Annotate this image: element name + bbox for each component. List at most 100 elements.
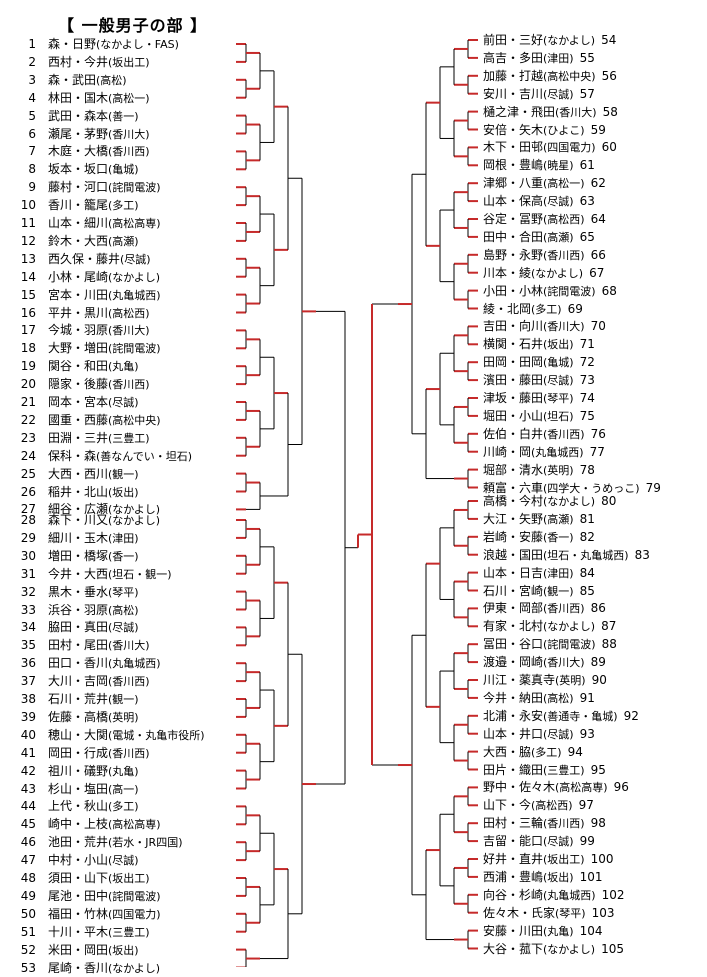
entry-names: 川崎・岡 bbox=[483, 444, 532, 459]
entry-team: (丸亀) bbox=[108, 764, 139, 778]
entry-row: 綾・北岡(多工)69 bbox=[483, 301, 598, 318]
entry-number: 51 bbox=[20, 924, 36, 939]
entry-names: 谷定・冨野 bbox=[483, 212, 544, 226]
entry-names: 頼富・六車 bbox=[483, 480, 544, 495]
entry-row: 山下・今(高松西)97 bbox=[483, 797, 609, 814]
entry-names: 安川・吉川 bbox=[483, 86, 544, 101]
entry-row: 木下・田邨(四国電力)60 bbox=[483, 139, 632, 156]
entry-names: 田岡・田岡 bbox=[483, 355, 544, 370]
entry-number: 82 bbox=[579, 529, 595, 544]
entry-names: 岡根・豊嶋 bbox=[483, 158, 544, 173]
entry-names: 大江・矢野 bbox=[483, 511, 544, 526]
entry-names: 野中・佐々木 bbox=[483, 780, 556, 795]
entry-number: 19 bbox=[20, 359, 36, 374]
entry-number: 43 bbox=[20, 781, 36, 796]
entry-number: 52 bbox=[20, 942, 36, 957]
entry-team: (琴平) bbox=[555, 906, 586, 920]
entry-number: 22 bbox=[20, 412, 36, 427]
entry-team: (津田) bbox=[543, 566, 574, 580]
entry-team: (亀城) bbox=[108, 163, 139, 177]
entry-number: 83 bbox=[634, 547, 650, 562]
entry-row: 有家・北村(なかよし)87 bbox=[483, 618, 631, 635]
entry-row: 山本・日吉(津田)84 bbox=[483, 565, 610, 582]
entry-number: 99 bbox=[579, 834, 595, 849]
entry-number: 44 bbox=[20, 799, 36, 814]
entry-team: (高松一) bbox=[543, 177, 585, 191]
entry-row: 吉田・向川(香川大)70 bbox=[483, 318, 621, 335]
entry-number: 4 bbox=[28, 90, 36, 105]
entry-number: 80 bbox=[601, 494, 617, 508]
entry-number: 58 bbox=[602, 104, 618, 119]
entry-row: 冨田・谷口(詫間電波)88 bbox=[483, 636, 632, 653]
entry-names: 西村・今井 bbox=[48, 54, 109, 69]
entry-names: 吉田・向川 bbox=[483, 319, 544, 334]
entry-team: (三豊工) bbox=[543, 763, 585, 777]
entry-number: 92 bbox=[623, 708, 639, 723]
entry-row: 吉留・能口(尽誠)99 bbox=[483, 833, 610, 850]
entry-names: 石川・宮崎 bbox=[483, 583, 544, 598]
entry-team: (尽誠) bbox=[108, 854, 139, 868]
entry-number: 71 bbox=[579, 337, 595, 352]
entry-row: 田中・合田(高瀬)65 bbox=[483, 229, 610, 246]
entry-names: 津郷・八重 bbox=[483, 176, 544, 191]
entry-number: 62 bbox=[590, 176, 606, 191]
entry-names: 上代・秋山 bbox=[48, 799, 109, 814]
entry-team: (香川大) bbox=[543, 320, 585, 334]
entry-number: 63 bbox=[579, 194, 595, 209]
entry-number: 57 bbox=[579, 86, 595, 101]
entry-names: 米田・岡田 bbox=[48, 942, 109, 957]
entry-names: 堀部・清水 bbox=[483, 462, 544, 477]
entry-number: 81 bbox=[579, 511, 595, 526]
entry-names: 濱田・藤田 bbox=[483, 373, 544, 388]
entry-number: 26 bbox=[20, 484, 36, 499]
entry-row: 堀部・清水(英明)78 bbox=[483, 462, 610, 479]
entry-names: 坂本・坂口 bbox=[48, 162, 109, 177]
entry-team: (善なんでい・坦石) bbox=[96, 449, 193, 463]
entry-team: (高松西) bbox=[543, 213, 585, 226]
entry-number: 39 bbox=[20, 709, 36, 724]
entry-names: 大川・吉岡 bbox=[48, 674, 109, 689]
entry-team: (丸亀城西) bbox=[531, 445, 584, 459]
entry-row: 佐々木・氏家(琴平)103 bbox=[483, 905, 622, 922]
entry-team: (香川西) bbox=[108, 145, 150, 159]
entry-names: 山本・細川 bbox=[48, 216, 109, 230]
entry-number: 100 bbox=[590, 852, 614, 866]
entry-team: (なかよし) bbox=[531, 266, 584, 280]
entry-row: 田片・織田(三豊工)95 bbox=[483, 762, 621, 779]
entry-names: 伊東・岡部 bbox=[483, 601, 544, 616]
entry-names: 香川・籠尾 bbox=[48, 198, 109, 213]
entry-names: 杉山・塩田 bbox=[48, 781, 109, 796]
entry-number: 5 bbox=[28, 108, 36, 123]
entry-row: 頼富・六車(四学大・うめっこ)79 bbox=[483, 480, 676, 497]
entry-number: 72 bbox=[579, 355, 595, 370]
entry-team: (高松) bbox=[108, 603, 139, 617]
entry-names: 池田・荒井 bbox=[48, 835, 109, 850]
entry-names: 堀田・小山 bbox=[483, 408, 544, 423]
entry-names: 今井・納田 bbox=[483, 690, 544, 705]
entry-number: 85 bbox=[579, 583, 595, 598]
entry-names: 吉留・能口 bbox=[483, 834, 544, 849]
entry-row: 津郷・八重(高松一) 62 bbox=[483, 175, 621, 192]
entry-row: 山本・保高(尽誠)63 bbox=[483, 193, 610, 210]
entry-names: 関谷・和田 bbox=[48, 359, 109, 374]
entry-number: 65 bbox=[579, 229, 595, 244]
entry-number: 73 bbox=[579, 373, 595, 388]
entry-names: 綾・北岡 bbox=[483, 301, 532, 316]
